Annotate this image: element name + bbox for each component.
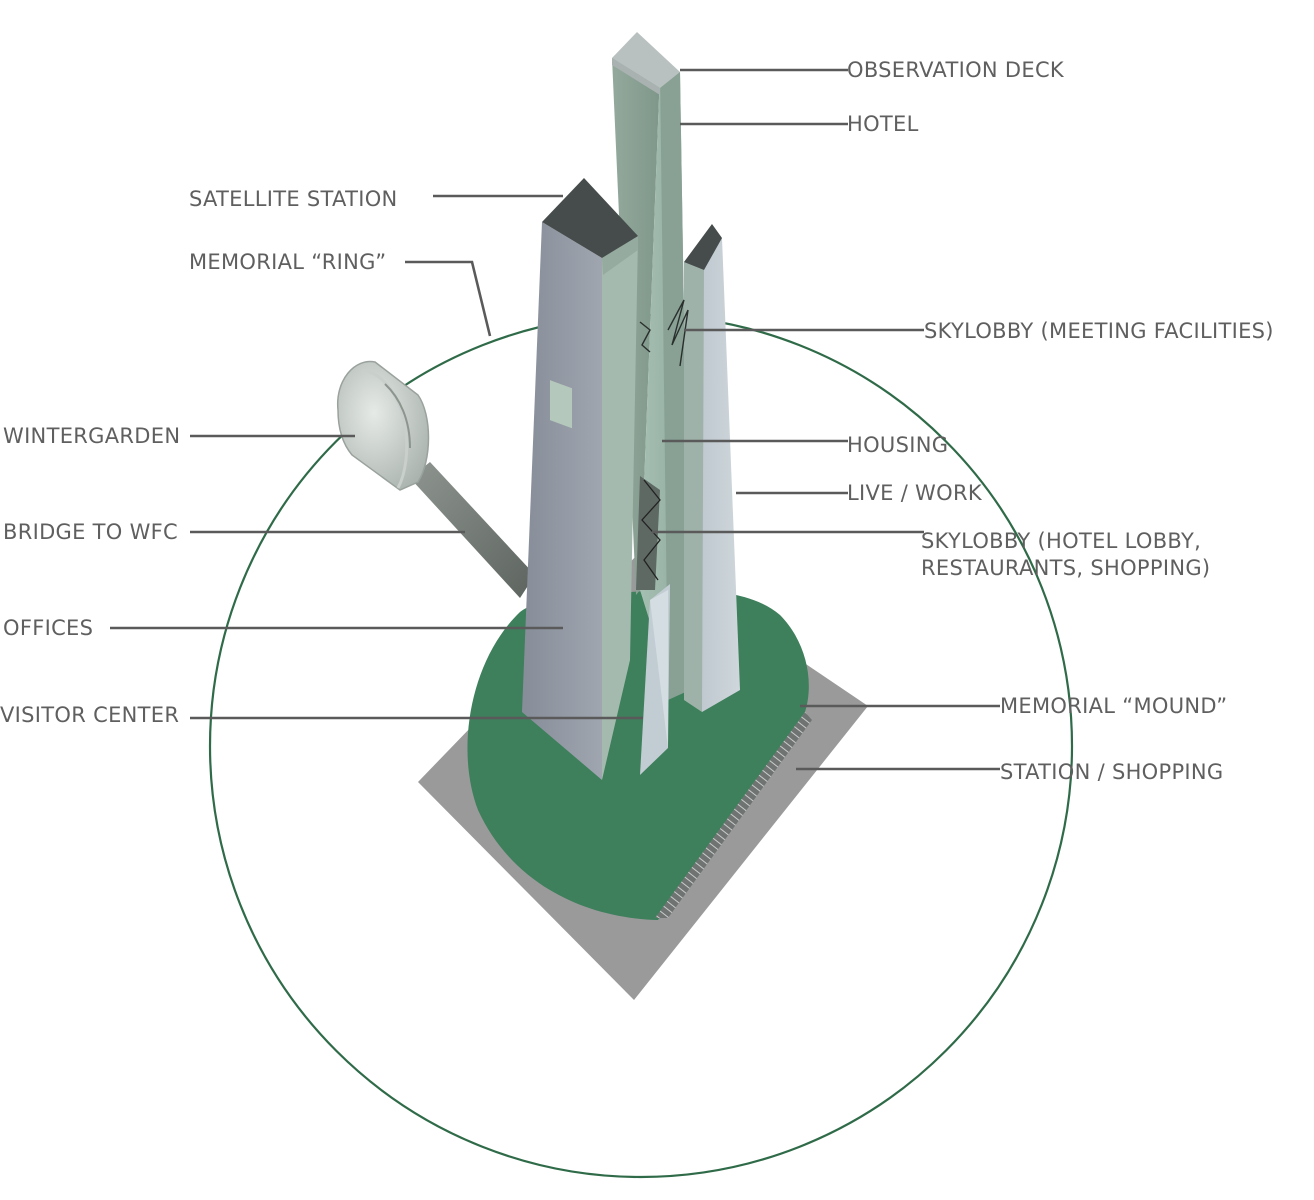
- wintergarden: [337, 360, 430, 491]
- label-visitor-center: VISITOR CENTER: [0, 703, 180, 727]
- skylobby-hotel-truss: [636, 476, 661, 590]
- station-shopping-edge: [655, 712, 812, 918]
- label-satellite-station: SATELLITE STATION: [189, 187, 398, 211]
- visitor-center: [640, 584, 670, 775]
- office-window: [550, 380, 572, 429]
- bridge-to-wfc-face: [410, 462, 535, 598]
- label-live-work: LIVE / WORK: [847, 481, 982, 505]
- label-memorial-mound: MEMORIAL “MOUND”: [1000, 694, 1228, 718]
- label-offices: OFFICES: [3, 616, 94, 640]
- label-skylobby-meeting: SKYLOBBY (MEETING FACILITIES): [924, 319, 1274, 343]
- leader-memorial-ring: [405, 260, 492, 337]
- live-work-tower: [684, 224, 740, 712]
- label-skylobby-hotel-line1: SKYLOBBY (HOTEL LOBBY,: [921, 529, 1202, 553]
- label-wintergarden: WINTERGARDEN: [3, 424, 181, 448]
- label-memorial-ring: MEMORIAL “RING”: [189, 250, 387, 274]
- observation-deck-roof: [612, 32, 680, 88]
- label-housing: HOUSING: [847, 433, 949, 457]
- label-station-shopping: STATION / SHOPPING: [1000, 760, 1224, 784]
- label-bridge-to-wfc: BRIDGE TO WFC: [3, 520, 179, 544]
- label-observation-deck: OBSERVATION DECK: [847, 58, 1064, 82]
- skylobby-meeting-truss: [639, 299, 689, 367]
- office-tower: [522, 178, 638, 780]
- satellite-station-roof: [542, 178, 638, 258]
- label-hotel: HOTEL: [847, 112, 919, 136]
- label-skylobby-hotel-line2: RESTAURANTS, SHOPPING): [921, 556, 1211, 580]
